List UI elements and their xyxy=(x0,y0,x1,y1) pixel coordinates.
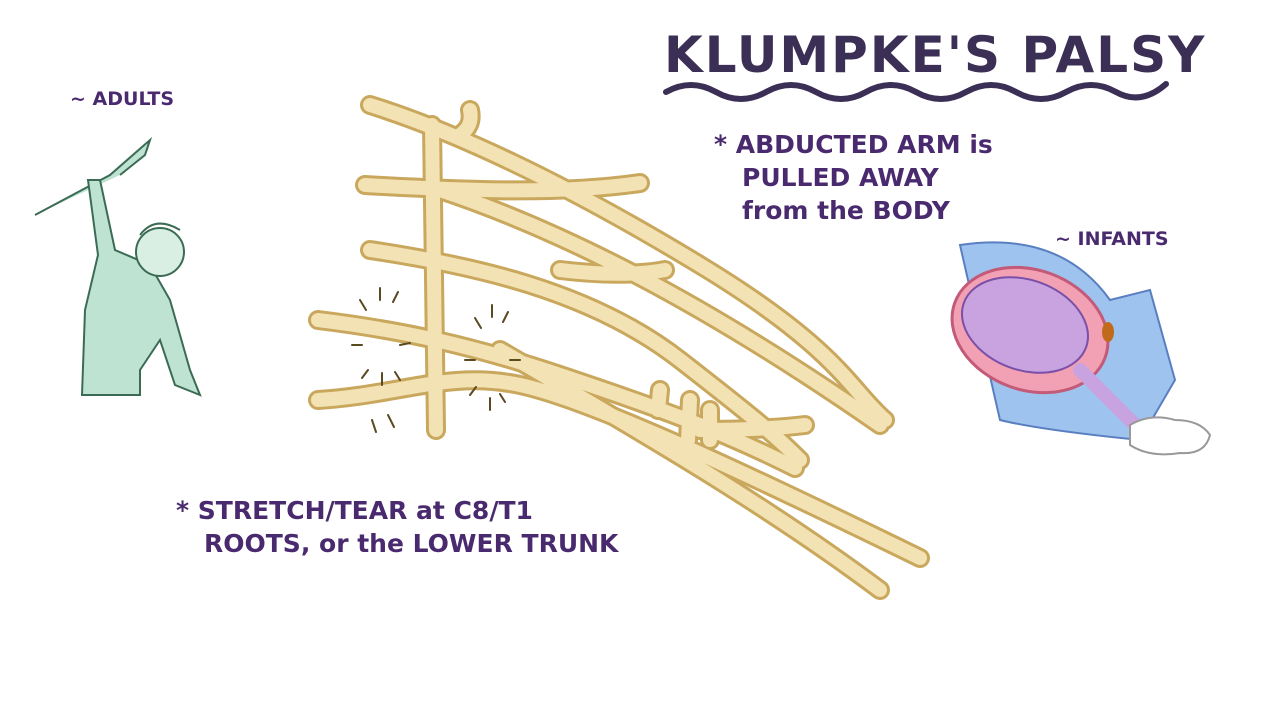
adult-figure-illustration xyxy=(34,136,202,397)
mechanism-line-2: PULLED AWAY xyxy=(742,163,939,192)
infant-birth-illustration xyxy=(950,241,1212,456)
brachial-plexus-nerves xyxy=(308,95,930,600)
mechanism-line-1: * ABDUCTED ARM is xyxy=(714,130,993,159)
page-title: KLUMPKE'S PALSY xyxy=(664,26,1207,84)
mechanism-line-3: from the BODY xyxy=(742,196,950,225)
injury-line-1: * STRETCH/TEAR at C8/T1 xyxy=(176,496,533,525)
tear-marks xyxy=(351,287,521,433)
infants-label: ~ INFANTS xyxy=(1055,228,1169,250)
title-wavy-underline xyxy=(663,81,1169,102)
mechanism-note: * ABDUCTED ARM is PULLED AWAY from the B… xyxy=(714,128,993,227)
adults-label: ~ ADULTS xyxy=(70,88,175,110)
injury-line-2: ROOTS, or the LOWER TRUNK xyxy=(204,529,619,558)
injury-note: * STRETCH/TEAR at C8/T1 ROOTS, or the LO… xyxy=(176,494,618,560)
